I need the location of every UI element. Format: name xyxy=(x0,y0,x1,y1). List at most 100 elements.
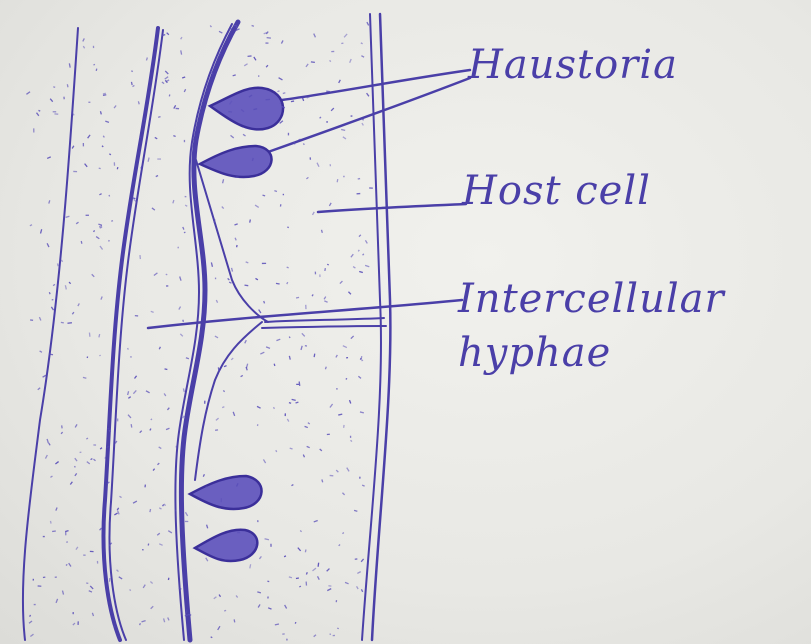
stipple-dot xyxy=(255,544,256,546)
stipple-dot xyxy=(53,111,57,112)
stipple-dot xyxy=(222,179,224,183)
stipple-dot xyxy=(343,176,345,178)
stipple-dot xyxy=(132,85,135,87)
stipple-dot xyxy=(328,585,331,587)
stipple-dot xyxy=(316,162,319,167)
stipple-dot xyxy=(50,98,54,102)
stipple-dot xyxy=(297,547,301,551)
stipple-dot xyxy=(108,195,110,197)
stipple-dot xyxy=(236,245,238,248)
stipple-dot xyxy=(168,530,172,533)
stipple-dot xyxy=(350,254,353,258)
stipple-dot xyxy=(361,42,363,44)
stipple-dot xyxy=(84,163,88,167)
stipple-dot xyxy=(354,510,358,512)
stipple-dot xyxy=(243,134,246,137)
stipple-dot xyxy=(166,274,168,276)
stipple-dot xyxy=(146,57,148,60)
stipple-dot xyxy=(168,578,170,581)
stipple-dot xyxy=(166,32,169,35)
stipple-dot xyxy=(48,443,51,446)
stipple-dot xyxy=(267,581,269,583)
stipple-dot xyxy=(344,34,348,38)
stipple-dot xyxy=(203,474,205,477)
stipple-dot xyxy=(229,282,232,284)
stipple-dot xyxy=(114,512,118,515)
stipple-dot xyxy=(45,455,48,459)
stipple-dot xyxy=(306,572,308,575)
stipple-dot xyxy=(306,177,309,180)
stipple-dot xyxy=(204,401,205,404)
stipple-dot xyxy=(317,576,320,580)
stipple-dot xyxy=(114,162,115,165)
stipple-dot xyxy=(163,618,165,622)
stipple-dot xyxy=(295,622,297,624)
stipple-dot xyxy=(317,563,319,567)
stipple-dot xyxy=(336,600,338,602)
stipple-dot xyxy=(159,543,163,546)
stipple-dot xyxy=(359,477,360,479)
stipple-dot xyxy=(346,467,349,471)
stipple-dot xyxy=(265,42,268,43)
stipple-dot xyxy=(257,406,261,409)
cross-wall xyxy=(265,318,384,322)
stipple-dot xyxy=(210,25,212,27)
stipple-dot xyxy=(182,227,184,230)
stipple-dot xyxy=(135,315,138,317)
stipple-dot xyxy=(118,576,122,579)
stipple-dot xyxy=(97,561,98,564)
stipple-dot xyxy=(169,94,171,96)
stipple-dot xyxy=(258,75,259,77)
stipple-dot xyxy=(314,520,318,523)
stipple-dot xyxy=(99,168,101,170)
stipple-dot xyxy=(365,240,368,244)
stipple-dot xyxy=(260,352,265,355)
stipple-dot xyxy=(275,623,279,625)
stipple-dot xyxy=(206,525,208,529)
stipple-dot xyxy=(321,230,323,233)
stipple-dot xyxy=(117,419,118,422)
stipple-dot xyxy=(53,284,56,286)
stipple-dot xyxy=(211,262,213,267)
stipple-dot xyxy=(222,406,225,408)
stipple-dot xyxy=(69,63,71,67)
stipple-dot xyxy=(53,86,55,88)
stipple-dot xyxy=(353,266,356,269)
stipple-dot xyxy=(300,346,302,350)
stipple-dot xyxy=(216,300,218,303)
stipple-dot xyxy=(77,621,78,625)
stipple-dot xyxy=(350,335,354,339)
stipple-dot xyxy=(92,613,94,617)
stipple-dot xyxy=(289,448,292,450)
stipple-dot xyxy=(213,596,216,599)
stipple-dot xyxy=(55,507,57,511)
stipple-dot xyxy=(72,623,75,626)
stipple-dot xyxy=(263,301,265,304)
stipple-dot xyxy=(36,112,39,116)
stipple-dot xyxy=(310,157,312,160)
stipple-dot xyxy=(89,333,91,337)
stipple-dot xyxy=(365,265,370,268)
stipple-dot xyxy=(158,446,161,449)
stipple-dot xyxy=(331,51,334,52)
stipple-dot xyxy=(86,437,88,439)
stipple-dot xyxy=(304,426,308,428)
stipple-dot xyxy=(336,388,338,390)
stipple-dot xyxy=(74,473,77,476)
stipple-dot xyxy=(105,121,109,123)
stipple-dot xyxy=(88,590,92,593)
stipple-dot xyxy=(361,589,363,592)
stipple-dot xyxy=(305,305,307,309)
stipple-dot xyxy=(50,476,53,478)
stipple-dot xyxy=(246,364,248,369)
stipple-dot xyxy=(224,610,226,612)
stipple-dot xyxy=(299,586,301,588)
stipple-dot xyxy=(329,404,333,408)
stipple-dot xyxy=(257,424,259,426)
stipple-dot xyxy=(215,418,219,421)
leader-haustoria-2 xyxy=(268,78,470,152)
stipple-dot xyxy=(233,412,236,416)
stipple-dot xyxy=(305,64,308,68)
stipple-dot xyxy=(300,530,302,532)
stipple-dot xyxy=(349,400,352,404)
